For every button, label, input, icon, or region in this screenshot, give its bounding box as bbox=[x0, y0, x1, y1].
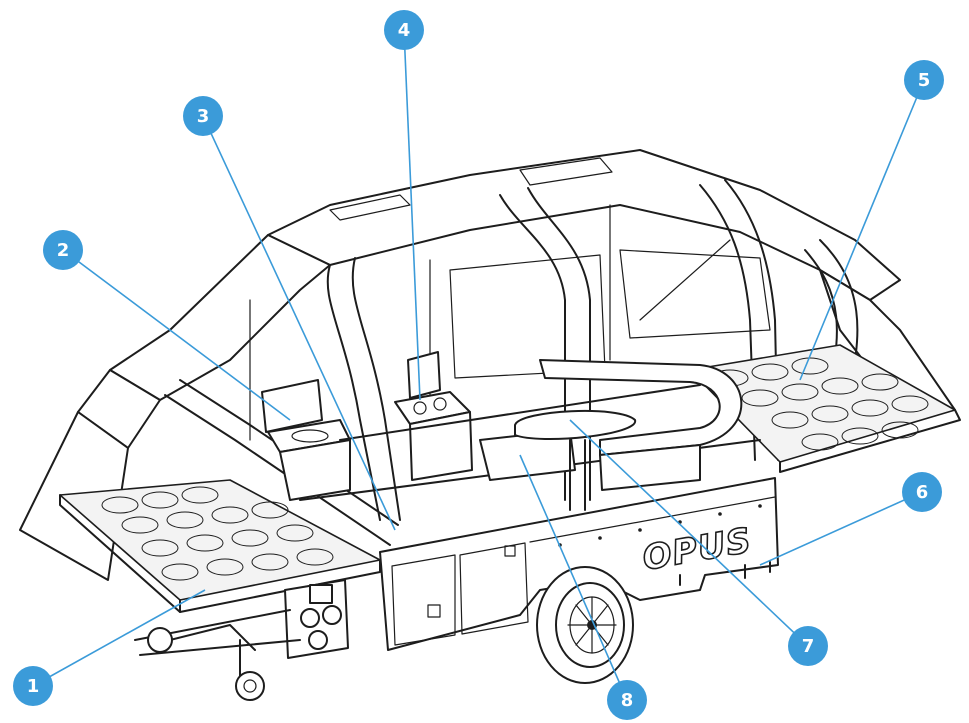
callout-7: 7 bbox=[788, 626, 828, 666]
leader-line-4 bbox=[403, 29, 421, 401]
leader-line-2 bbox=[62, 249, 291, 421]
callout-1-label: 1 bbox=[27, 676, 40, 697]
callouts: 1 2 3 4 5 6 7 8 bbox=[13, 10, 944, 720]
mattress-pattern bbox=[101, 486, 334, 581]
left-bed-platform bbox=[59, 479, 381, 613]
utility-box bbox=[284, 579, 349, 659]
callout-8-label: 8 bbox=[621, 690, 634, 711]
right-bed-platform bbox=[689, 344, 961, 473]
leader-line-7 bbox=[569, 419, 809, 647]
sink-unit bbox=[261, 379, 351, 501]
callout-2-label: 2 bbox=[57, 240, 70, 261]
trailer-wheel bbox=[536, 566, 634, 684]
tent-canopy bbox=[19, 149, 956, 581]
lounge-seating bbox=[479, 359, 743, 491]
mattress-pattern bbox=[711, 357, 929, 451]
leader-line-1 bbox=[32, 589, 206, 687]
cooktop-unit bbox=[394, 351, 473, 481]
trailer-body: OPUS bbox=[379, 477, 779, 651]
leader-line-8 bbox=[519, 454, 628, 701]
leader-lines bbox=[32, 29, 925, 701]
callout-5: 5 bbox=[904, 60, 944, 100]
callout-2: 2 bbox=[43, 230, 83, 270]
callout-3: 3 bbox=[183, 96, 223, 136]
callout-8: 8 bbox=[607, 680, 647, 720]
leader-line-6 bbox=[759, 491, 923, 566]
callout-1: 1 bbox=[13, 666, 53, 706]
callout-6-label: 6 bbox=[916, 482, 929, 503]
callout-5-label: 5 bbox=[918, 70, 931, 91]
callout-7-label: 7 bbox=[802, 636, 815, 657]
leader-line-5 bbox=[799, 79, 925, 381]
callout-6: 6 bbox=[902, 472, 942, 512]
interior bbox=[261, 351, 761, 511]
callout-4: 4 bbox=[384, 10, 424, 50]
callout-3-label: 3 bbox=[197, 106, 210, 127]
callout-4-label: 4 bbox=[398, 20, 411, 41]
drawbar-and-jockey-wheel bbox=[134, 609, 301, 701]
leader-line-3 bbox=[202, 115, 396, 531]
